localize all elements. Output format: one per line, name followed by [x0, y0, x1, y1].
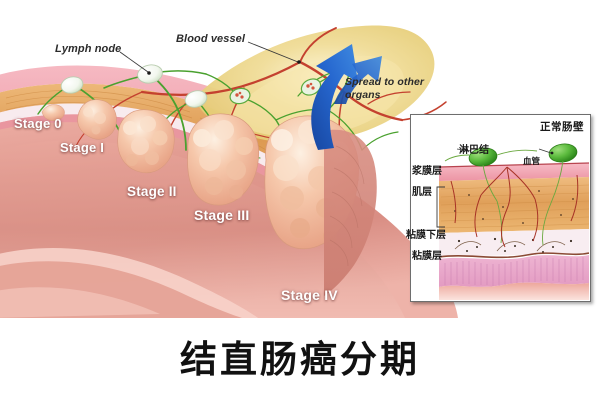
- lymph-node-3: [184, 90, 208, 108]
- inset-submucosa: [439, 229, 589, 257]
- inset-muscle-nuclei: [454, 190, 574, 224]
- lumen-fold-3: [0, 287, 160, 318]
- inset-leaders: [456, 148, 552, 154]
- inset-layer-label-submucosa: 粘膜下层: [406, 230, 446, 241]
- tumor-stage-0: [41, 104, 65, 121]
- lymph-node-1: [60, 76, 84, 94]
- inset-layer-label-serosa: 浆膜层: [412, 166, 442, 177]
- inset-layer-label-muscularis: 肌层: [412, 187, 432, 198]
- leader-dot-lymph: [147, 71, 151, 75]
- leader-dot-vessel: [297, 60, 301, 64]
- inset-muscle-striations: [440, 184, 589, 229]
- inset-label-vessel: 血管: [523, 157, 541, 167]
- wall-cut-face: [324, 129, 377, 296]
- stage-label-0: Stage 0: [14, 116, 62, 131]
- inset-lumen: [439, 282, 589, 300]
- main-illustration: Lymph node Blood vessel Spread to other …: [0, 25, 591, 318]
- inset-title: 正常肠壁: [540, 121, 584, 133]
- wall-cut-texture: [329, 145, 365, 267]
- inset-lymph-node-1: [468, 147, 498, 167]
- stage-label-3: Stage III: [194, 207, 250, 223]
- inset-layer-label-mucosa: 粘膜层: [412, 251, 442, 262]
- inset-mucosa: [439, 255, 589, 287]
- spread-arrow: [311, 44, 382, 150]
- inset-muscularis-mucosae: [438, 252, 589, 259]
- illustration-canvas: [0, 25, 458, 318]
- lymph-node-involved-2: [300, 78, 322, 96]
- inset-mucosa-villi: [444, 257, 584, 286]
- title-bar: 结直肠癌分期: [0, 318, 600, 400]
- stage-label-2: Stage II: [127, 184, 177, 199]
- tumor-stage-3: [187, 113, 260, 206]
- inset-label-lymph: 淋巴结: [459, 145, 489, 156]
- inset-vessels: [450, 166, 579, 248]
- inset-serosa: [439, 163, 589, 181]
- page-title: 结直肠癌分期: [180, 337, 420, 381]
- annotation-blood-vessel: Blood vessel: [176, 33, 246, 45]
- lymph-node-involved-1: [229, 87, 251, 105]
- inset-leader-lymph: [456, 148, 472, 152]
- leader-lines: [119, 41, 299, 73]
- normal-bowel-wall-inset: 正常肠壁 淋巴结 血管: [410, 114, 591, 302]
- inset-muscle-bracket: [436, 186, 445, 228]
- inset-lymph-node-2: [548, 143, 578, 163]
- stage-label-1: Stage I: [60, 140, 105, 155]
- tumor-stage-1: [77, 99, 117, 140]
- inset-leader-vessel: [538, 148, 552, 154]
- inset-leader-dot-vessel: [550, 151, 554, 155]
- annotation-spread: Spread to other organs: [345, 76, 425, 101]
- inset-lymphatics: [444, 149, 564, 246]
- leader-blood-vessel: [247, 41, 299, 63]
- tumor-stage-2: [117, 109, 175, 174]
- inset-serosa-edge: [438, 162, 589, 168]
- stage-label-4: Stage IV: [281, 287, 338, 303]
- leader-lymph-node: [119, 51, 149, 73]
- inset-canvas: [411, 115, 589, 300]
- inset-muscularis: [439, 177, 589, 233]
- inset-submucosa-lacteals: [454, 241, 566, 252]
- annotation-lymph-node: Lymph node: [55, 43, 122, 55]
